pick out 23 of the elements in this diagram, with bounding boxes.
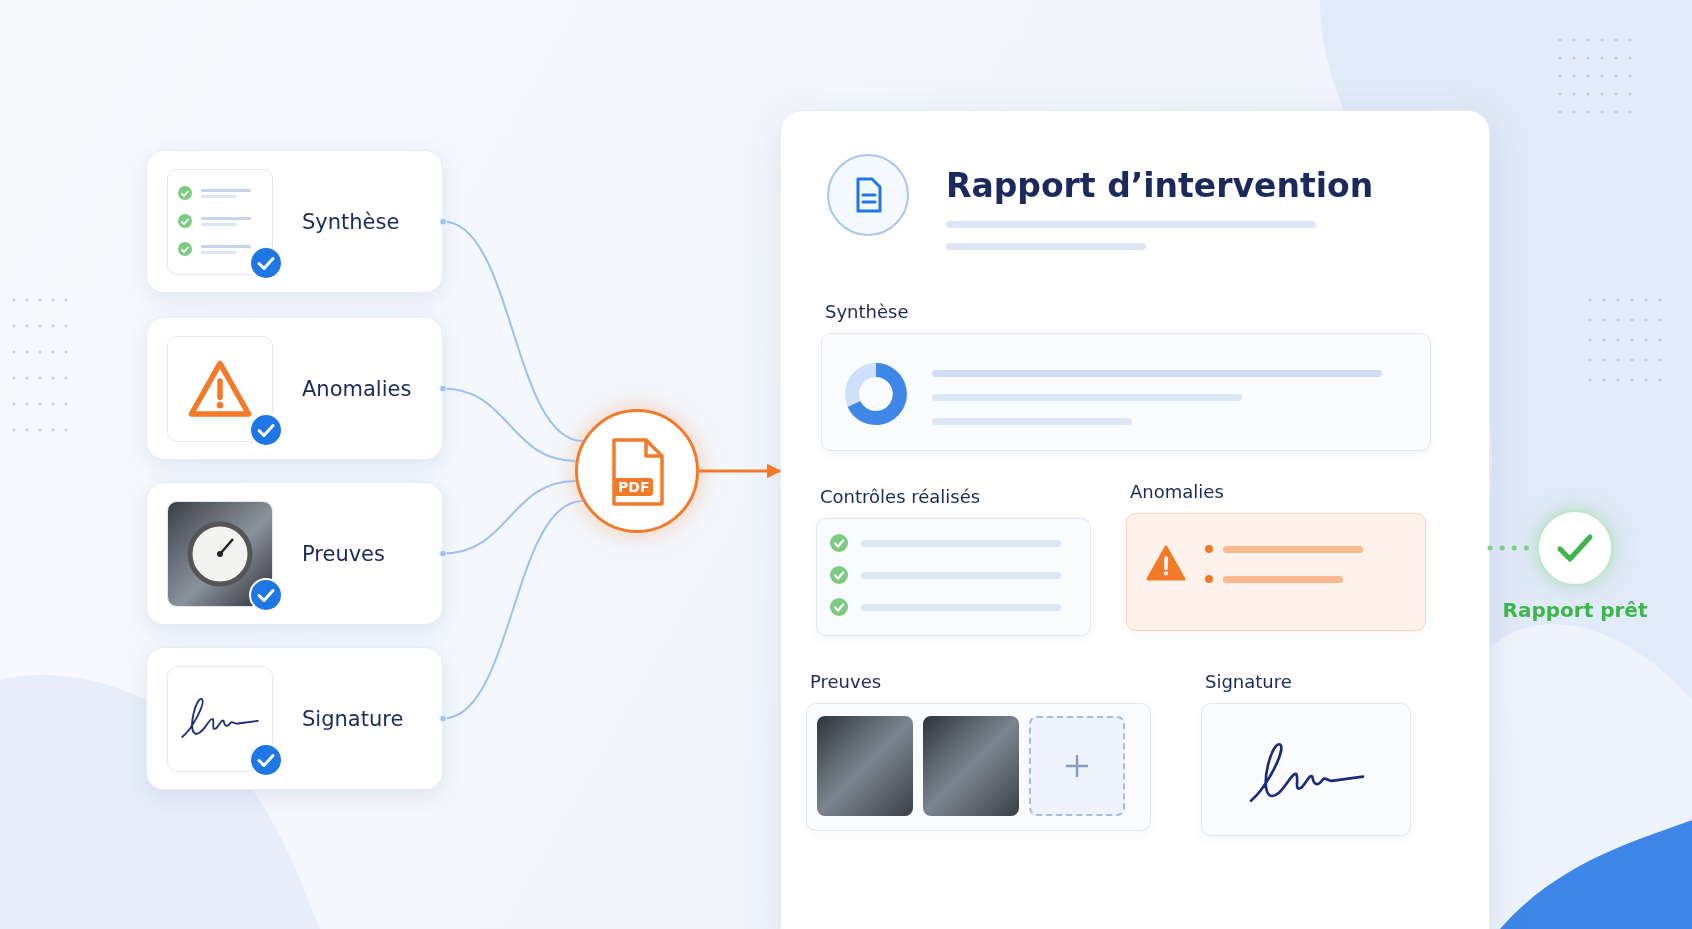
source-card <box>146 317 443 460</box>
section-heading: Preuves <box>810 671 882 692</box>
source-card <box>146 150 443 293</box>
section-heading: Contrôles réalisés <box>820 486 981 507</box>
section-heading: Synthèse <box>825 301 909 322</box>
report-title: Rapport d’intervention <box>946 166 1374 205</box>
connector-line <box>439 384 577 462</box>
section-heading: Signature <box>1205 671 1292 692</box>
source-card <box>146 482 443 625</box>
connector-line <box>439 480 577 558</box>
card-label: Anomalies <box>302 376 412 401</box>
source-card <box>146 647 443 790</box>
card-label: Synthèse <box>302 209 400 234</box>
file-type-label: PDF <box>614 478 654 496</box>
connector-line <box>699 463 782 479</box>
connector-line <box>439 500 584 723</box>
report-document <box>780 110 1490 929</box>
section-heading: Anomalies <box>1130 481 1224 502</box>
card-label: Signature <box>302 706 404 731</box>
connector-line <box>439 217 584 442</box>
pdf-circle <box>575 409 699 533</box>
card-label: Preuves <box>302 541 385 566</box>
status-label: Rapport prêt <box>1501 598 1649 622</box>
